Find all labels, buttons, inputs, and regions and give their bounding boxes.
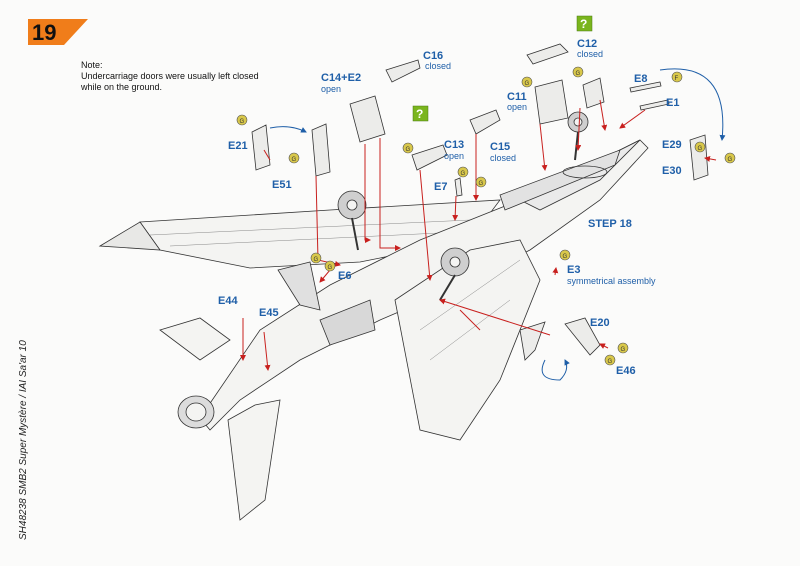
glue-icon: [402, 142, 414, 154]
step-number: 19: [32, 20, 56, 45]
svg-text:G: G: [608, 359, 613, 365]
glue-icon: [671, 71, 683, 83]
movement-arrows: [269, 68, 726, 381]
glue-icon: [604, 354, 616, 366]
door-e21-b: [311, 123, 331, 177]
right-tailplane: [227, 399, 281, 521]
svg-text:F: F: [675, 76, 679, 82]
question-markers: ? ?: [412, 15, 593, 122]
svg-text:G: G: [328, 265, 333, 271]
label-e21: E21: [228, 140, 248, 152]
glue-icon: [559, 249, 571, 261]
door-e29: [689, 134, 709, 181]
label-c13: C13: [444, 139, 464, 151]
svg-text:?: ?: [416, 107, 423, 121]
note-line-1: Undercarriage doors were usually left cl…: [81, 71, 259, 81]
svg-text:G: G: [576, 71, 581, 77]
label-e6: E6: [338, 270, 351, 282]
label-e7: E7: [434, 181, 447, 193]
svg-text:G: G: [461, 171, 466, 177]
part-e20-panel: [519, 321, 546, 361]
label-c11-state: open: [507, 102, 527, 112]
label-e44: E44: [218, 295, 238, 307]
svg-text:G: G: [698, 146, 703, 152]
svg-text:G: G: [525, 81, 530, 87]
label-c15-state: closed: [490, 153, 516, 163]
label-e20: E20: [590, 317, 610, 329]
door-c16: [385, 59, 421, 83]
door-c11: [534, 79, 569, 125]
glue-icon: [288, 152, 300, 164]
door-c15: [469, 109, 501, 135]
label-e30: E30: [662, 165, 682, 177]
label-c12: C12: [577, 38, 597, 50]
door-c12: [526, 43, 569, 65]
label-e3: E3: [567, 264, 580, 276]
airbrake-bay: [319, 299, 376, 346]
question-icon: [576, 15, 593, 32]
part-labels: C16 closed C14+E2 open C12 closed C11 op…: [218, 38, 682, 377]
note-line-2: while on the ground.: [81, 82, 163, 92]
label-e45: E45: [259, 307, 279, 319]
assembly-note: Note: Undercarriage doors were usually l…: [81, 60, 259, 93]
svg-text:G: G: [406, 147, 411, 153]
svg-text:G: G: [621, 347, 626, 353]
label-c16-state: closed: [425, 61, 451, 71]
placement-arrows: [240, 99, 717, 371]
svg-text:G: G: [240, 119, 245, 125]
label-c16: C16: [423, 50, 443, 62]
step-number-badge: 19: [28, 19, 88, 45]
label-e46: E46: [616, 365, 636, 377]
left-tailplane: [159, 317, 231, 361]
label-c12-state: closed: [577, 49, 603, 59]
rod-e1: [639, 99, 670, 111]
label-c15: C15: [490, 141, 510, 153]
glue-icon: [457, 166, 469, 178]
note-title: Note:: [81, 60, 103, 70]
label-c14-e2-state: open: [321, 84, 341, 94]
glue-icon: [724, 152, 736, 164]
glue-icon: [572, 66, 584, 78]
glue-icon: [521, 76, 533, 88]
svg-text:G: G: [563, 254, 568, 260]
svg-text:G: G: [479, 181, 484, 187]
svg-text:G: G: [314, 257, 319, 263]
glue-icon: [324, 260, 336, 272]
label-c14-e2: C14+E2: [321, 72, 361, 84]
glue-icon: [236, 114, 248, 126]
label-e29: E29: [662, 139, 682, 151]
label-e51: E51: [272, 179, 292, 191]
label-e8: E8: [634, 73, 647, 85]
door-c13: [411, 144, 448, 171]
svg-text:G: G: [728, 157, 733, 163]
door-e8-panel: [582, 77, 605, 109]
rod-e8: [629, 81, 662, 93]
svg-text:G: G: [292, 157, 297, 163]
glue-icon: [694, 141, 706, 153]
door-c14-e2: [349, 95, 386, 143]
glue-icon: [310, 252, 322, 264]
label-e1: E1: [666, 97, 679, 109]
door-e21-a: [251, 124, 271, 171]
svg-text:?: ?: [580, 17, 587, 31]
label-step-ref: STEP 18: [588, 218, 632, 230]
label-c11: C11: [507, 91, 527, 103]
glue-icon: [617, 342, 629, 354]
question-icon: [412, 105, 429, 122]
label-c13-state: open: [444, 151, 464, 161]
aircraft-underside: [98, 111, 649, 521]
label-e3-state: symmetrical assembly: [567, 276, 656, 286]
glue-markers: G G G G G G G F G G G G G G G: [236, 66, 736, 366]
glue-icon: [475, 176, 487, 188]
